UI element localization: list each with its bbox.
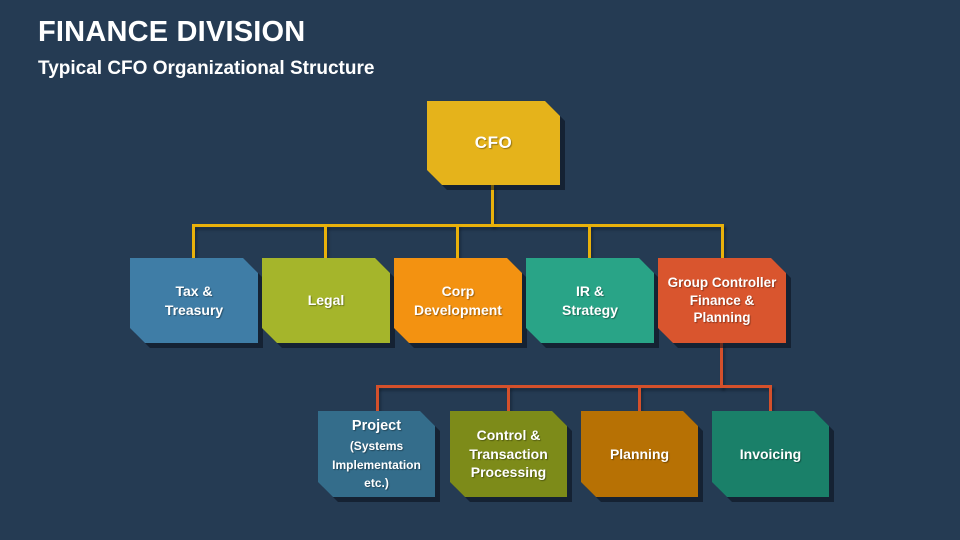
connector-drop-legal	[324, 225, 327, 259]
page-title: FINANCE DIVISION	[38, 16, 306, 48]
node-label-invoicing: Invoicing	[739, 445, 802, 462]
connector-drop-group-controller	[721, 225, 724, 259]
org-node-legal: Legal	[262, 258, 390, 343]
org-node-planning: Planning	[581, 411, 698, 497]
connector-group-controller-stem	[720, 343, 723, 388]
node-label-legal: Legal	[307, 292, 345, 309]
connector-cfo-stem	[491, 184, 494, 226]
node-label-control-transaction: Control & Transaction Processing	[469, 427, 548, 481]
page-subtitle: Typical CFO Organizational Structure	[38, 58, 375, 79]
connector-drop-control-transaction	[507, 386, 510, 412]
node-label-project: Project (Systems Implementation etc.)	[324, 416, 429, 493]
org-node-ir-strategy: IR & Strategy	[526, 258, 654, 343]
node-label-cfo: CFO	[474, 132, 513, 152]
node-label-ir-strategy: IR & Strategy	[561, 283, 619, 318]
org-node-cfo: CFO	[427, 101, 560, 185]
node-label-planning: Planning	[609, 445, 670, 462]
org-node-corp-development: Corp Development	[394, 258, 522, 343]
org-node-project: Project (Systems Implementation etc.)	[318, 411, 435, 497]
org-node-control-transaction: Control & Transaction Processing	[450, 411, 567, 497]
node-label-group-controller: Group Controller Finance & Planning	[667, 274, 777, 326]
connector-drop-corp-development	[456, 225, 459, 259]
org-node-invoicing: Invoicing	[712, 411, 829, 497]
slide-header: FINANCE DIVISION Typical CFO Organizatio…	[38, 16, 374, 80]
node-label-corp-development: Corp Development	[414, 283, 502, 318]
connector-drop-planning	[638, 386, 641, 412]
connector-drop-project	[376, 386, 379, 412]
connector-level3-rail	[376, 385, 772, 388]
connector-drop-ir-strategy	[588, 225, 591, 259]
connector-drop-invoicing	[769, 386, 772, 412]
org-node-group-controller: Group Controller Finance & Planning	[658, 258, 786, 343]
connector-drop-tax-treasury	[192, 225, 195, 259]
org-node-tax-treasury: Tax & Treasury	[130, 258, 258, 343]
node-label-project-main: Project	[351, 417, 402, 434]
node-label-tax-treasury: Tax & Treasury	[164, 283, 224, 318]
node-label-project-detail: (Systems Implementation etc.)	[332, 438, 421, 491]
